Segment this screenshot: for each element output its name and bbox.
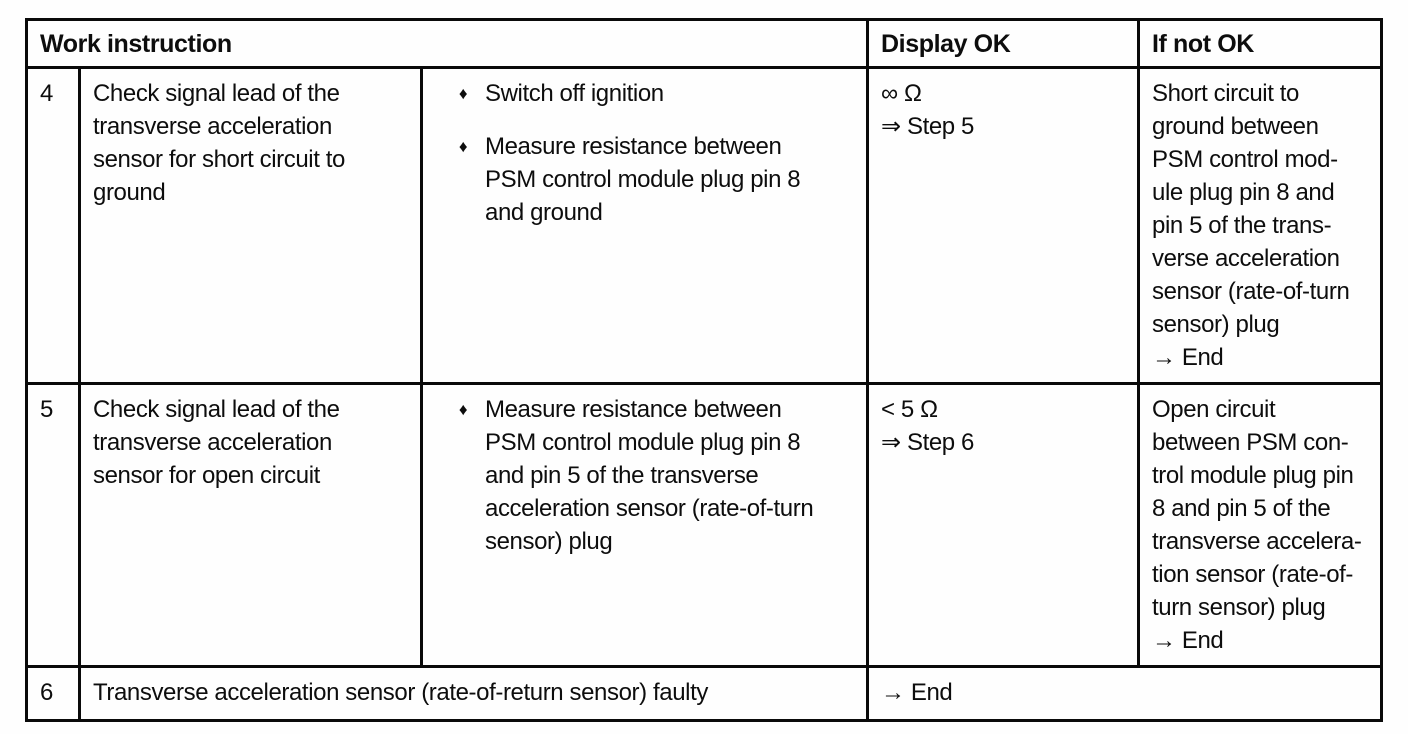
step-number: 6 bbox=[25, 665, 81, 722]
table-row-step-5: 5 Check signal lead of the transverse ac… bbox=[25, 382, 1383, 668]
if-not-ok-value: Open circuit between PSM con- trol modul… bbox=[1137, 382, 1383, 668]
diamond-bullet-icon: ♦ bbox=[458, 84, 468, 103]
header-display-ok: Display OK bbox=[866, 18, 1140, 69]
display-ok-value: < 5 Ω ⇒ Step 6 bbox=[866, 382, 1140, 668]
diagnostic-table: Work instruction Display OK If not OK 4 … bbox=[25, 18, 1383, 722]
diamond-bullet-icon: ♦ bbox=[458, 400, 468, 419]
check-description: Check signal lead of the transverse acce… bbox=[78, 66, 423, 385]
action-list: ♦ Measure resistance between PSM control… bbox=[420, 382, 869, 668]
end-result: → End bbox=[866, 665, 1383, 722]
table-row-step-6: 6 Transverse acceleration sensor (rate-o… bbox=[25, 665, 1383, 722]
action-text: Measure resistance between PSM control m… bbox=[485, 396, 814, 555]
if-not-ok-value: Short circuit to ground between PSM cont… bbox=[1137, 66, 1383, 385]
header-if-not-ok: If not OK bbox=[1137, 18, 1383, 69]
action-text: Measure resistance between PSM control m… bbox=[485, 133, 801, 226]
action-item: ♦ Measure resistance between PSM control… bbox=[435, 393, 860, 558]
action-list: ♦ Switch off ignition ♦ Measure resistan… bbox=[420, 66, 869, 385]
check-description: Check signal lead of the transverse acce… bbox=[78, 382, 423, 668]
action-text: Switch off ignition bbox=[485, 80, 664, 107]
action-item: ♦ Switch off ignition bbox=[435, 77, 860, 110]
fault-description: Transverse acceleration sensor (rate-of-… bbox=[78, 665, 869, 722]
display-ok-value: ∞ Ω ⇒ Step 5 bbox=[866, 66, 1140, 385]
diamond-bullet-icon: ♦ bbox=[458, 137, 468, 156]
header-work-instruction: Work instruction bbox=[25, 18, 869, 69]
step-number: 4 bbox=[25, 66, 81, 385]
action-item: ♦ Measure resistance between PSM control… bbox=[435, 130, 860, 229]
step-number: 5 bbox=[25, 382, 81, 668]
table-row-step-4: 4 Check signal lead of the transverse ac… bbox=[25, 66, 1383, 385]
table-header-row: Work instruction Display OK If not OK bbox=[25, 18, 1383, 69]
